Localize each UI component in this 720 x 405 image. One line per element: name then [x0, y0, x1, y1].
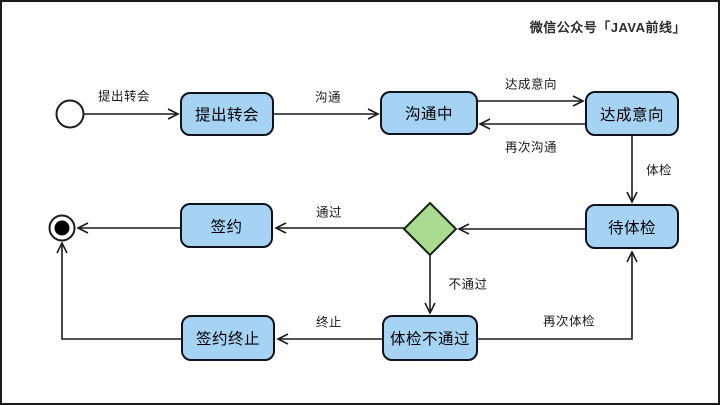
- transition-label-exam: 体检: [645, 163, 673, 178]
- transition-label-communicate: 沟通: [314, 90, 342, 105]
- transition-label-fail: 不通过: [448, 277, 488, 292]
- decision-diamond: [402, 201, 458, 257]
- transition-label-pass: 通过: [315, 205, 343, 220]
- state-intention: 达成意向: [585, 91, 679, 136]
- edge-exam-failed-to-pending-exam: [478, 250, 638, 340]
- initial-state-node: [55, 99, 85, 129]
- edge-sign-terminated-to-end: [56, 241, 181, 340]
- state-exam-failed: 体检不通过: [382, 315, 478, 361]
- final-state-node: [48, 214, 76, 242]
- state-sign-terminated: 签约终止: [181, 315, 275, 361]
- state-communicating: 沟通中: [380, 91, 478, 135]
- state-propose: 提出转会: [180, 92, 274, 136]
- state-sign: 签约: [180, 203, 273, 248]
- transition-label-exam-again: 再次体检: [542, 314, 596, 329]
- transition-label-communicate-again: 再次沟通: [504, 140, 558, 155]
- transition-label-terminate: 终止: [315, 315, 343, 330]
- watermark-title: 微信公众号「JAVA前线」: [529, 20, 686, 35]
- transition-label-reach-intention: 达成意向: [504, 77, 558, 92]
- state-pending-exam: 待体检: [585, 204, 679, 249]
- transition-label-propose: 提出转会: [97, 89, 151, 104]
